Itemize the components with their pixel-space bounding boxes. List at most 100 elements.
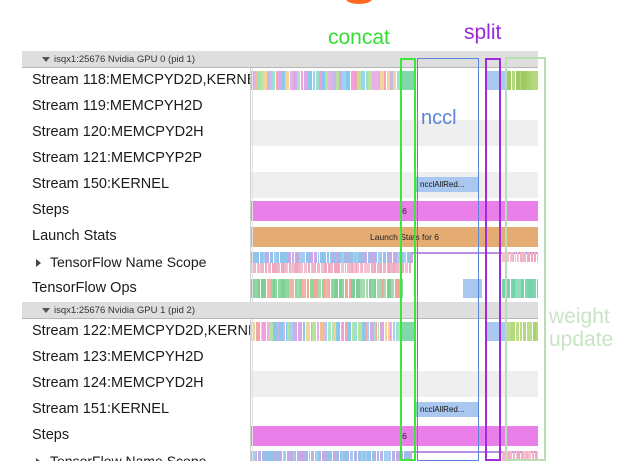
timeline-event[interactable] bbox=[397, 451, 400, 461]
timeline-event[interactable] bbox=[463, 279, 482, 298]
timeline-event[interactable] bbox=[254, 279, 258, 298]
timeline-event[interactable] bbox=[386, 451, 388, 461]
timeline-event[interactable] bbox=[351, 71, 355, 90]
timeline-event[interactable] bbox=[303, 322, 305, 341]
timeline-event[interactable] bbox=[315, 451, 318, 461]
timeline-event[interactable] bbox=[281, 279, 285, 298]
timeline-event[interactable] bbox=[289, 322, 293, 341]
timeline-event[interactable] bbox=[378, 252, 381, 263]
timeline-event[interactable] bbox=[343, 451, 345, 461]
timeline-event[interactable] bbox=[306, 322, 310, 341]
timeline-event[interactable] bbox=[502, 451, 505, 461]
timeline-event[interactable] bbox=[340, 71, 342, 90]
timeline-event[interactable] bbox=[502, 279, 503, 298]
timeline-lane[interactable]: 6 bbox=[250, 198, 538, 224]
timeline-event[interactable] bbox=[396, 451, 397, 461]
timeline-event[interactable] bbox=[353, 252, 355, 263]
timeline-event[interactable] bbox=[285, 71, 289, 90]
timeline-event[interactable] bbox=[506, 279, 510, 298]
timeline-event[interactable] bbox=[353, 263, 356, 273]
timeline-event[interactable] bbox=[276, 451, 277, 461]
timeline-event[interactable] bbox=[299, 252, 302, 263]
timeline-event[interactable] bbox=[517, 451, 520, 461]
timeline-event[interactable] bbox=[270, 252, 273, 263]
timeline-event[interactable] bbox=[349, 252, 351, 263]
timeline-event[interactable] bbox=[256, 451, 257, 461]
timeline-event[interactable] bbox=[284, 263, 286, 273]
timeline-event[interactable] bbox=[323, 322, 325, 341]
timeline-event[interactable] bbox=[528, 279, 530, 298]
expand-triangle-icon[interactable] bbox=[36, 259, 41, 267]
timeline-event[interactable] bbox=[350, 263, 351, 273]
timeline-event[interactable] bbox=[407, 451, 409, 461]
timeline-event[interactable] bbox=[290, 263, 291, 273]
timeline-event[interactable] bbox=[357, 263, 359, 273]
timeline-event[interactable] bbox=[377, 451, 379, 461]
timeline-event[interactable] bbox=[531, 71, 533, 90]
timeline-event[interactable] bbox=[290, 71, 293, 90]
timeline-row[interactable]: Stream 123:MEMCPYH2D bbox=[22, 345, 538, 371]
timeline-event[interactable] bbox=[286, 252, 287, 263]
timeline-event[interactable] bbox=[339, 252, 341, 263]
timeline-event[interactable] bbox=[512, 71, 515, 90]
timeline-event[interactable] bbox=[347, 451, 349, 461]
timeline-event[interactable] bbox=[317, 263, 319, 273]
timeline-event[interactable] bbox=[380, 451, 382, 461]
timeline-event[interactable] bbox=[278, 279, 281, 298]
timeline-event[interactable] bbox=[322, 263, 324, 273]
timeline-lane[interactable] bbox=[250, 120, 538, 146]
timeline-event[interactable] bbox=[302, 252, 305, 263]
timeline-event[interactable] bbox=[384, 71, 386, 90]
timeline-event[interactable] bbox=[525, 279, 528, 298]
timeline-event[interactable] bbox=[301, 263, 303, 273]
timeline-event[interactable] bbox=[308, 71, 312, 90]
timeline-event[interactable] bbox=[513, 252, 514, 262]
timeline-event[interactable] bbox=[368, 451, 371, 461]
timeline-event[interactable] bbox=[312, 322, 316, 341]
timeline-event[interactable] bbox=[364, 263, 367, 273]
timeline-event[interactable] bbox=[306, 451, 308, 461]
timeline-event[interactable] bbox=[289, 263, 290, 273]
timeline-event[interactable] bbox=[384, 451, 386, 461]
timeline-event[interactable] bbox=[307, 252, 310, 263]
timeline-event[interactable] bbox=[318, 279, 321, 298]
timeline-event[interactable] bbox=[283, 252, 285, 263]
timeline-event[interactable] bbox=[256, 252, 259, 263]
timeline-event[interactable] bbox=[332, 71, 336, 90]
timeline-event[interactable] bbox=[277, 322, 279, 341]
timeline-row[interactable]: Stream 120:MEMCPYD2H bbox=[22, 120, 538, 146]
timeline-event[interactable] bbox=[351, 252, 353, 263]
timeline-event[interactable] bbox=[530, 322, 532, 341]
timeline-event[interactable] bbox=[332, 322, 334, 341]
timeline-event[interactable] bbox=[521, 71, 524, 90]
namescope-span-line[interactable] bbox=[412, 451, 538, 453]
timeline-event[interactable] bbox=[334, 263, 337, 273]
timeline-event[interactable] bbox=[290, 252, 291, 263]
timeline-event[interactable] bbox=[380, 263, 382, 273]
timeline-event[interactable] bbox=[316, 71, 319, 90]
timeline-event[interactable] bbox=[518, 71, 520, 90]
timeline-event[interactable] bbox=[366, 71, 368, 90]
nccl-allreduce-bar[interactable]: ncclAllRed... bbox=[417, 177, 479, 192]
timeline-event[interactable] bbox=[380, 322, 384, 341]
timeline-event[interactable] bbox=[261, 322, 262, 341]
timeline-event[interactable] bbox=[511, 279, 512, 298]
timeline-event[interactable] bbox=[341, 322, 342, 341]
timeline-event[interactable] bbox=[375, 252, 377, 263]
timeline-row[interactable]: TensorFlow Name Scope bbox=[22, 449, 538, 461]
timeline-event[interactable] bbox=[537, 279, 538, 298]
timeline-event[interactable] bbox=[267, 71, 271, 90]
timeline-event[interactable] bbox=[292, 252, 294, 263]
timeline-event[interactable] bbox=[508, 451, 509, 461]
timeline-event[interactable] bbox=[356, 252, 358, 263]
timeline-event[interactable] bbox=[369, 279, 371, 298]
timeline-event[interactable] bbox=[298, 322, 302, 341]
timeline-event[interactable] bbox=[304, 263, 307, 273]
timeline-event[interactable] bbox=[336, 71, 339, 90]
timeline-event[interactable] bbox=[275, 279, 277, 298]
trace-viewer-panel[interactable]: isqx1:25676 Nvidia GPU 0 (pid 1)Stream 1… bbox=[22, 51, 538, 461]
timeline-event[interactable] bbox=[535, 71, 538, 90]
timeline-event[interactable] bbox=[258, 279, 260, 298]
timeline-event[interactable] bbox=[402, 322, 416, 341]
